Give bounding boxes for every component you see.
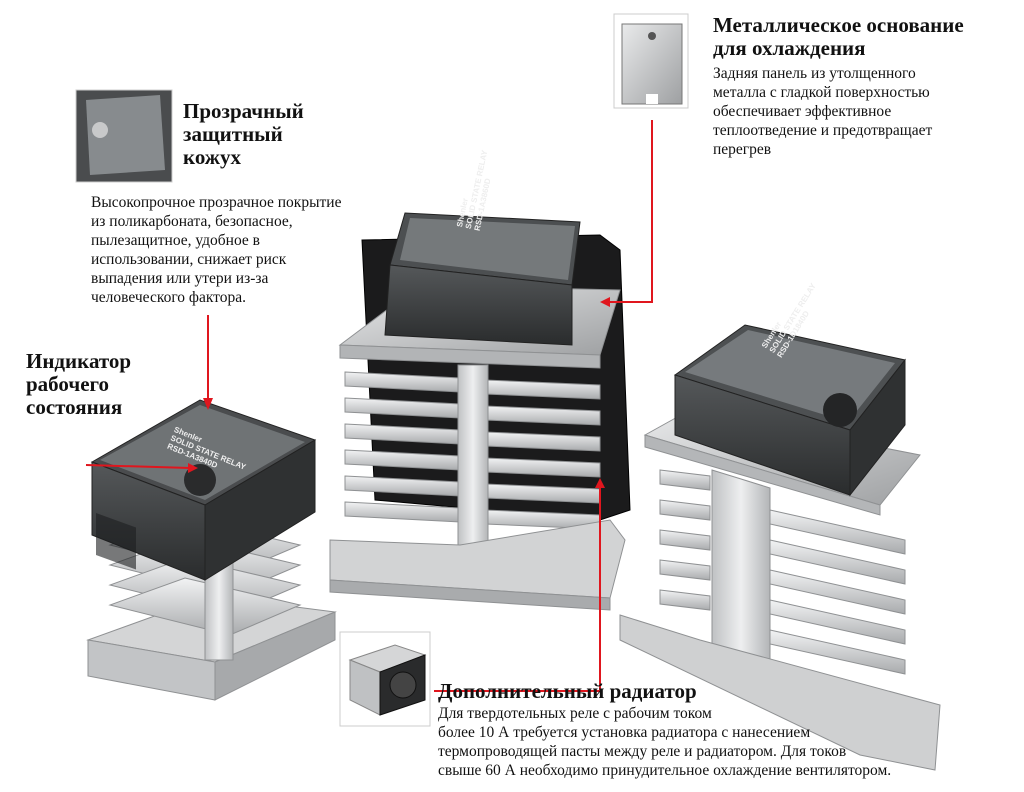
radiator-description: Для твердотельных реле с рабочим током б… [438, 705, 892, 779]
callout-lines [85, 120, 653, 692]
radiator-title: Дополнительный радиатор [438, 679, 697, 703]
indicator-title: Индикатор рабочего состояния [26, 349, 132, 419]
cover-thumbnail [75, 89, 173, 183]
left-relay [90, 399, 317, 581]
center-relay [384, 212, 581, 346]
metal-base-description: Задняя панель из утолщенного металла с г… [713, 65, 933, 158]
cover-title: Прозрачный защитный кожух [183, 99, 304, 169]
metal-base-title: Металлическое основание для охлаждения [713, 13, 964, 60]
cover-description: Высокопрочное прозрачное покрытие из пол… [91, 194, 342, 306]
right-relay [673, 324, 906, 497]
metal-base-thumbnail [613, 13, 689, 109]
radiator-thumbnail [339, 631, 431, 727]
